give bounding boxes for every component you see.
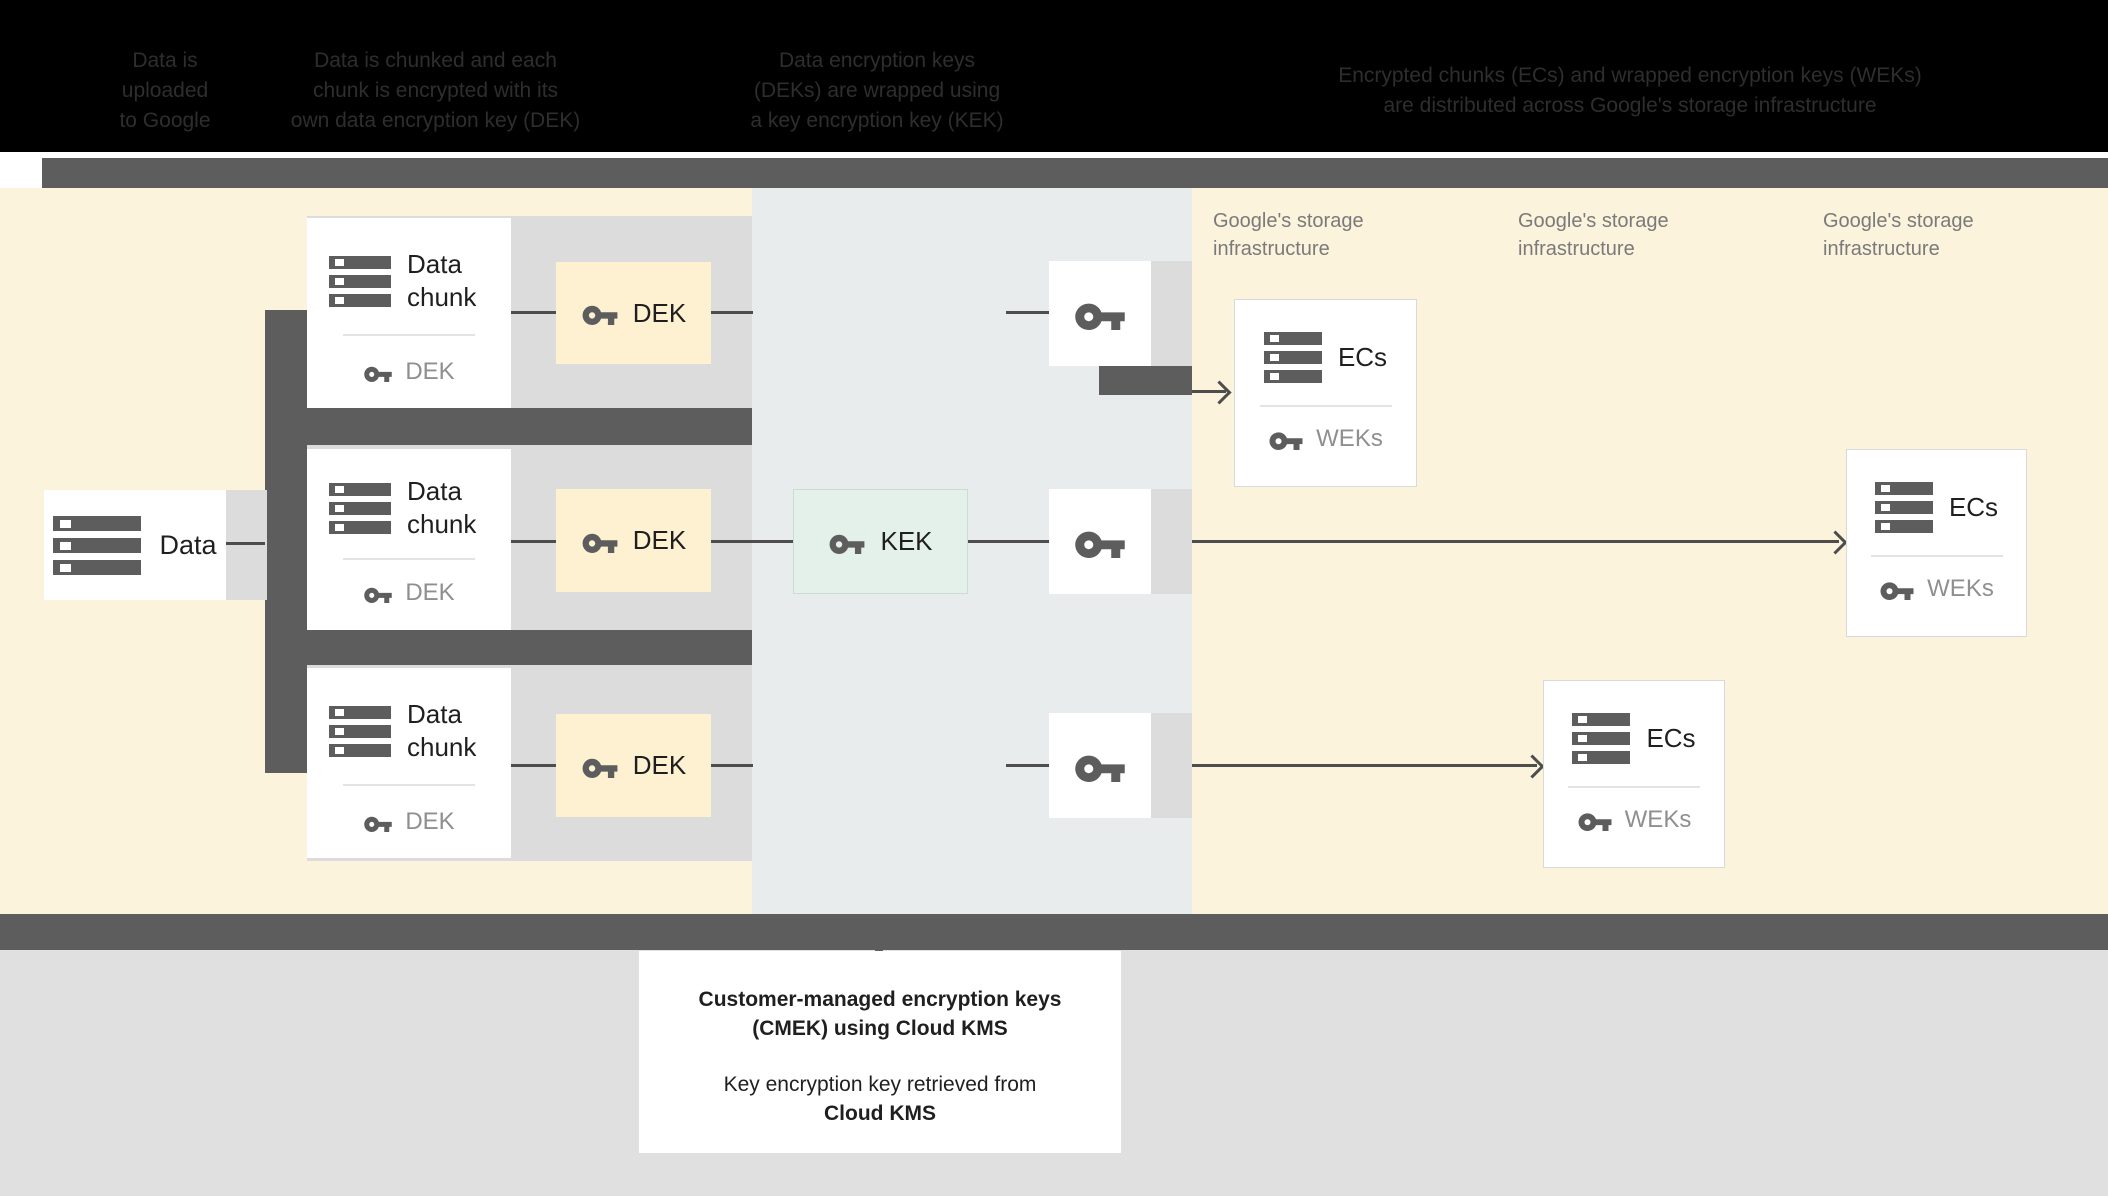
data-chunk-box-2: Data chunk DEK — [307, 449, 511, 630]
divider — [1568, 786, 1700, 788]
divider — [343, 334, 475, 336]
line-in-key3 — [1006, 764, 1049, 767]
data-box-label: Data — [159, 529, 217, 560]
key-box-shadow — [1151, 261, 1192, 366]
ecs-box-1: ECs WEKs — [1234, 299, 1417, 487]
data-chunk-box-3: Data chunk DEK — [307, 668, 511, 858]
connector-elbow-row1 — [1099, 366, 1192, 395]
caption-upload: Data is uploaded to Google — [119, 49, 211, 132]
dek-box-2: DEK — [556, 489, 711, 592]
key-icon — [581, 754, 619, 778]
key-relay-box-1 — [1049, 261, 1151, 366]
connector-bar-2 — [307, 630, 752, 665]
kek-label: KEK — [880, 526, 933, 556]
storage-icon — [1263, 332, 1322, 383]
data-chunk-box-1: Data chunk DEK — [307, 218, 511, 408]
kek-box: KEK — [793, 489, 968, 594]
cmek-line-4: Cloud KMS — [824, 1102, 936, 1125]
data-box-shadow — [226, 490, 267, 600]
dek-label: DEK — [632, 297, 687, 328]
ecs-box-2: ECs WEKs — [1846, 449, 2027, 637]
dek-box-1: DEK — [556, 262, 711, 364]
storage-icon — [329, 482, 391, 534]
line-in-key1 — [1006, 311, 1049, 314]
chunk-key-label: DEK — [405, 358, 455, 385]
ecs-title: ECs — [1948, 492, 1999, 522]
dek-label: DEK — [632, 750, 687, 780]
key-icon — [1879, 578, 1915, 600]
caption-distribution: Encrypted chunks (ECs) and wrapped encry… — [1338, 64, 1922, 117]
top-gray-bar — [42, 158, 2108, 188]
chunk-key-label: DEK — [405, 808, 455, 835]
line-dek2-kek — [711, 540, 793, 543]
ecs-title: ECs — [1646, 723, 1696, 753]
chunk-key-label: DEK — [405, 579, 455, 606]
dek-label: DEK — [632, 525, 687, 555]
arrow-key2-ecs2 — [1151, 540, 1839, 543]
storage-label-1: Google's storage infrastructure — [1213, 210, 1364, 260]
key-icon — [363, 584, 393, 603]
key-icon — [1073, 297, 1127, 330]
bottom-gray-bar — [0, 914, 2108, 950]
storage-icon — [1572, 713, 1631, 764]
divider — [343, 784, 475, 786]
key-icon — [1577, 809, 1613, 831]
dek-box-3: DEK — [556, 714, 711, 817]
key-relay-box-2 — [1049, 489, 1151, 594]
storage-icon — [1874, 482, 1933, 533]
key-icon — [363, 363, 393, 382]
connector-bar-1 — [307, 408, 752, 445]
key-icon — [581, 301, 619, 325]
weks-label: WEKs — [1927, 575, 1994, 602]
divider — [343, 558, 475, 560]
data-box: Data — [44, 490, 226, 600]
key-box-shadow — [1151, 489, 1192, 594]
cmek-line-3: Key encryption key retrieved from — [723, 1073, 1037, 1096]
key-icon — [363, 813, 393, 832]
key-icon — [1073, 749, 1127, 782]
caption-chunking: Data is chunked and each chunk is encryp… — [290, 49, 581, 132]
divider — [1870, 555, 2003, 557]
arrow-key3-ecs3 — [1151, 764, 1537, 767]
key-box-shadow — [1151, 713, 1192, 818]
divider — [1259, 405, 1392, 407]
line-data-trunk — [226, 542, 265, 545]
storage-icon — [329, 705, 391, 757]
line-chunk3-dek3 — [511, 764, 556, 767]
caption-wrapping: Data encryption keys (DEKs) are wrapped … — [750, 49, 1004, 132]
cmek-line-1: Customer-managed encryption keys — [698, 988, 1062, 1011]
chunk-title: Data chunk — [407, 249, 477, 312]
line-chunk1-dek1 — [511, 311, 556, 314]
line-kek-key2 — [968, 540, 1049, 543]
connector-trunk — [265, 310, 307, 773]
line-chunk2-dek2 — [511, 540, 556, 543]
cmek-card: Customer-managed encryption keys (CMEK) … — [639, 951, 1121, 1153]
weks-label: WEKs — [1624, 806, 1692, 833]
weks-label: WEKs — [1316, 425, 1383, 452]
cmek-line-2: (CMEK) using Cloud KMS — [752, 1017, 1008, 1040]
storage-icon — [329, 255, 391, 307]
line-dek1-out — [711, 311, 753, 314]
chunk-title: Data chunk — [407, 699, 477, 762]
storage-label-2: Google's storage infrastructure — [1518, 210, 1669, 260]
arrow-key1-ecs1 — [1192, 390, 1226, 393]
chunk-title: Data chunk — [407, 476, 477, 539]
key-relay-box-3 — [1049, 713, 1151, 818]
header-band — [0, 0, 2108, 152]
ecs-title: ECs — [1337, 342, 1388, 372]
storage-label-3: Google's storage infrastructure — [1823, 210, 1974, 260]
line-dek3-out — [711, 764, 753, 767]
key-icon — [828, 530, 866, 554]
ecs-box-3: ECs WEKs — [1543, 680, 1725, 868]
header-divider-strip — [0, 152, 2108, 158]
key-icon — [581, 529, 619, 553]
storage-icon — [53, 515, 142, 575]
key-icon — [1073, 525, 1127, 558]
key-icon — [1268, 428, 1304, 450]
